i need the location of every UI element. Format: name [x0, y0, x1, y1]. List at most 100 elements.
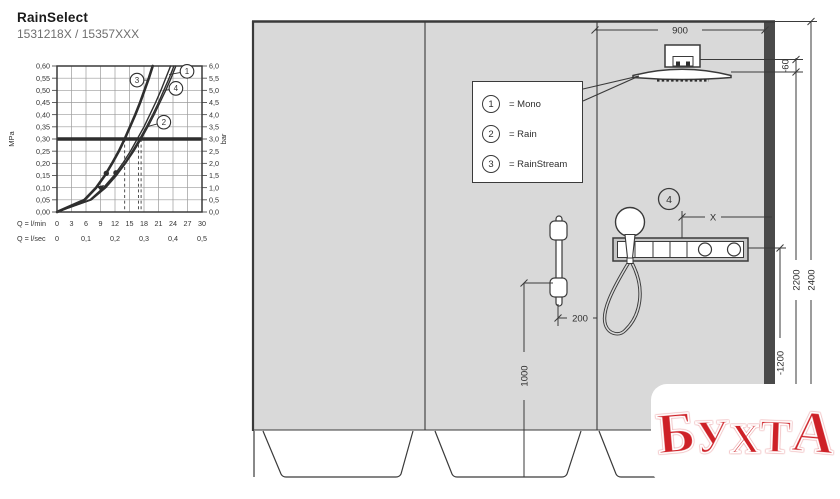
curve-label-circle [168, 81, 184, 96]
ytick-right: 5,5 [209, 74, 219, 83]
xtick: 6 [84, 219, 88, 228]
dimension-labels: 900 -60 2200 2400 -1200 1000 200 X [520, 26, 818, 387]
ytick-left: 0,60 [36, 62, 50, 71]
callout-line-top [582, 75, 640, 90]
curve-label-number: 2 [162, 118, 167, 127]
ytick-left: 0,55 [36, 74, 50, 83]
callout-4-number: 4 [666, 194, 672, 206]
dim-2400: 2400 [807, 269, 818, 290]
flow-arrow [97, 184, 105, 192]
hose-inner [603, 261, 641, 335]
xtick: 3 [70, 219, 74, 228]
xtick: 24 [169, 219, 177, 228]
y-axis-label-right: bar [219, 133, 228, 144]
ytick-right: 4,5 [209, 98, 219, 107]
ytick-left: 0,00 [36, 208, 50, 217]
curve-label-circle [156, 114, 172, 130]
ytick-right: 1,5 [209, 171, 219, 180]
dashed-markers [124, 139, 142, 212]
rail-bracket-top [549, 220, 568, 241]
xtick: 0 [55, 234, 59, 243]
xtick: 0,2 [110, 234, 120, 243]
xtick: 30 [198, 219, 206, 228]
flow-pressure-chart: 31420,600,550,500,450,400,350,300,250,20… [7, 62, 228, 243]
control-knob-left [697, 242, 713, 257]
legend-number-1: 1 [482, 95, 500, 113]
ytick-right: 2,0 [209, 159, 219, 168]
y-axis-label-left: MPa [7, 130, 16, 146]
legend-callout [582, 75, 640, 102]
legend-item-rain: 2 = Rain [482, 119, 582, 149]
ytick-right: 2,5 [209, 147, 219, 156]
thermostat-module [612, 237, 749, 262]
xtick: 0,1 [81, 234, 91, 243]
ytick-right: 3,0 [209, 135, 219, 144]
ytick-right: 0,0 [209, 208, 219, 217]
xtick: 0 [55, 219, 59, 228]
product-sku: 1531218X / 15357XXX [17, 27, 140, 41]
curve-label-number: 3 [135, 76, 140, 85]
dim-minus-1200: -1200 [776, 351, 787, 375]
legend-number-2: 2 [482, 125, 500, 143]
dim-900: 900 [672, 26, 688, 37]
legend-item-rainstream: 3 = RainStream [482, 149, 582, 179]
xtick: 9 [99, 219, 103, 228]
store-watermark: Б У Х Т А [651, 384, 840, 483]
curve-label-number: 4 [174, 84, 179, 93]
ytick-left: 0,05 [36, 195, 50, 204]
x-axis-row-label: Q = l/min [17, 219, 46, 228]
legend-number-3: 3 [482, 155, 500, 173]
curve-1 [56, 65, 172, 213]
xtick: 27 [184, 219, 192, 228]
operating-point-dot [113, 170, 119, 176]
ytick-right: 0,5 [209, 195, 219, 204]
curve-label-circle [129, 72, 145, 88]
connector-detail-left [676, 61, 680, 66]
dim-200: 200 [572, 314, 588, 325]
spray-mode-legend: 1 = Mono 2 = Rain 3 = RainStream [472, 81, 583, 183]
legend-label-rainstream: = RainStream [509, 158, 568, 170]
shower-rail [549, 215, 568, 307]
watermark-letter: У [694, 410, 732, 465]
ytick-left: 0,40 [36, 110, 50, 119]
ytick-left: 0,10 [36, 183, 50, 192]
connector-detail-right [686, 61, 690, 66]
ytick-left: 0,45 [36, 98, 50, 107]
xtick: 15 [126, 219, 134, 228]
dim-2200: 2200 [792, 269, 803, 290]
hose-connector [626, 257, 634, 264]
curve-label-circle [179, 64, 195, 79]
xtick: 18 [140, 219, 148, 228]
rail-bracket-bottom [549, 277, 568, 298]
dim-minus-60: -60 [781, 59, 792, 73]
y-axis-left: 0,600,550,500,450,400,350,300,250,200,15… [36, 62, 57, 217]
overhead-shower [632, 44, 732, 82]
hand-shower [602, 206, 646, 336]
module-face [617, 241, 744, 258]
ytick-right: 3,5 [209, 122, 219, 131]
xtick: 0,3 [139, 234, 149, 243]
watermark-letter: А [788, 396, 838, 467]
ytick-right: 5,0 [209, 86, 219, 95]
watermark-letter: Б [653, 397, 699, 467]
watermark-letter: Х [729, 416, 761, 463]
tray-1 [262, 430, 414, 478]
curve-3 [55, 64, 154, 214]
ytick-left: 0,35 [36, 122, 50, 131]
ytick-left: 0,25 [36, 147, 50, 156]
wall-edge-strip [764, 21, 775, 430]
x-axis-row-label: Q = l/sec [17, 234, 46, 243]
callout-4-circle [657, 187, 681, 211]
ytick-left: 0,15 [36, 171, 50, 180]
xtick: 21 [155, 219, 163, 228]
showerhead-plate [632, 68, 732, 81]
page-title: RainSelect [17, 10, 89, 25]
legend-label-mono: = Mono [509, 98, 541, 110]
shower-arm-connector [672, 56, 694, 67]
control-knob-right [726, 242, 742, 257]
ytick-left: 0,20 [36, 159, 50, 168]
hand-shower-head [614, 206, 646, 238]
ytick-left: 0,30 [36, 135, 50, 144]
